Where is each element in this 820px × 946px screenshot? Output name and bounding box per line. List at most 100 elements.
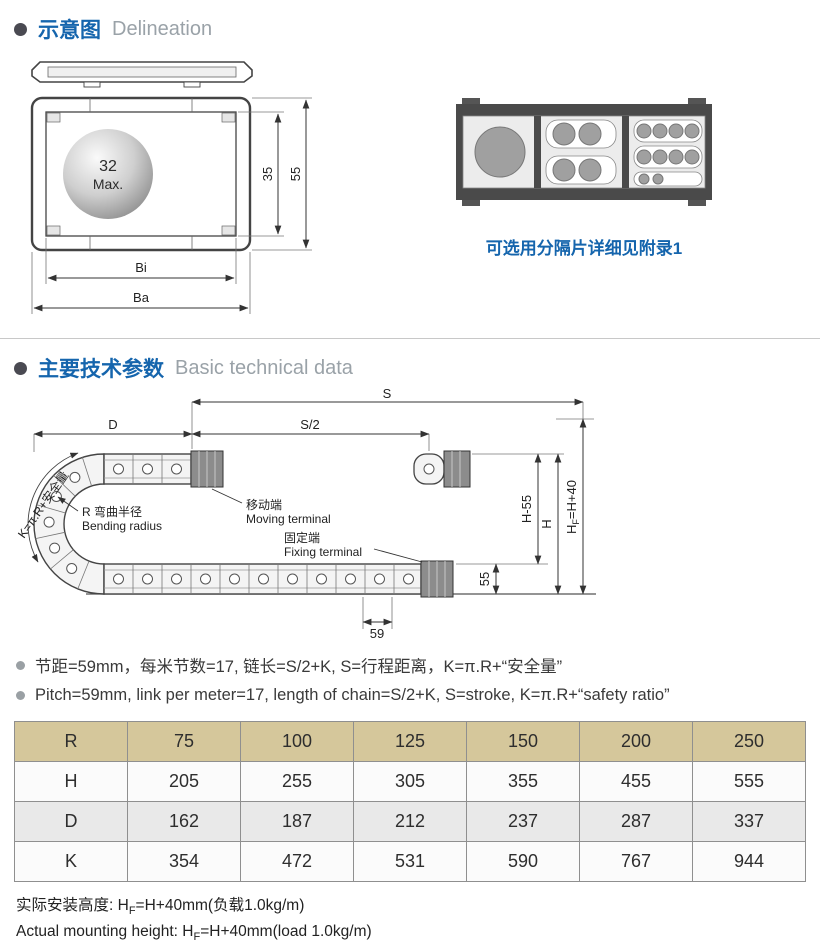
table-cell: 237 xyxy=(466,801,580,842)
bend-label-zh: R 弯曲半径 xyxy=(82,504,142,519)
section-title-zh: 主要技术参数 xyxy=(38,358,164,381)
ball-max-label: Max. xyxy=(93,176,123,192)
fixing-label-zh: 固定端 xyxy=(284,530,320,545)
moving-terminal-shape xyxy=(190,450,224,488)
section-bullet-icon xyxy=(14,361,27,375)
dim-d-label: D xyxy=(108,417,117,432)
lid-shape xyxy=(31,61,253,88)
delineation-content: 32 Max. 35 55 Bi Ba xyxy=(0,46,820,332)
separator-block: 可选用分隔片详细见附录1 xyxy=(454,96,714,259)
dim-h-label: H xyxy=(539,519,554,528)
dim-hf-label: HF=H+40 xyxy=(564,480,581,534)
max-diameter-ball xyxy=(63,129,153,219)
dimension-s2: S/2 xyxy=(191,417,430,451)
subscript-f: F xyxy=(193,931,201,944)
footer-note-zh: 实际安装高度: HF=H+40mm(负载1.0kg/m) xyxy=(16,897,305,918)
note-bullet-icon xyxy=(16,660,25,670)
chain-top-run xyxy=(103,453,192,485)
separator-cables xyxy=(474,119,703,187)
table-cell: 212 xyxy=(353,801,467,842)
table-cell: 287 xyxy=(579,801,693,842)
moving-label-zh: 移动端 xyxy=(246,498,282,512)
table-row-d: D 162 187 212 237 287 337 xyxy=(14,801,806,842)
dim-bi-label: Bi xyxy=(135,260,147,275)
bending-radius-label: R 弯曲半径 Bending radius xyxy=(57,496,162,533)
fixing-terminal-label: 固定端 Fixing terminal xyxy=(284,530,423,563)
dimension-ba: Ba xyxy=(31,252,251,314)
dimension-bi: Bi xyxy=(45,238,237,284)
dimension-35: 35 xyxy=(238,111,284,237)
table-row-h: H 205 255 305 355 455 555 xyxy=(14,761,806,802)
fixing-label-en: Fixing terminal xyxy=(284,545,362,559)
dimension-59: 59 xyxy=(362,597,393,641)
separator-drawing xyxy=(456,98,712,206)
table-cell: 944 xyxy=(692,841,806,882)
subscript-f: F xyxy=(128,905,136,918)
table-cell: 250 xyxy=(692,721,806,762)
table-row-label: K xyxy=(14,841,128,882)
dimension-s: S xyxy=(191,389,584,449)
dim-55-label: 55 xyxy=(477,572,492,586)
table-cell: 200 xyxy=(579,721,693,762)
table-cell: 205 xyxy=(127,761,241,802)
dim-ba-label: Ba xyxy=(133,290,150,305)
table-cell: 455 xyxy=(579,761,693,802)
section-divider xyxy=(0,338,820,339)
footer-note-en: Actual mounting height: HF=H+40mm(load 1… xyxy=(16,923,372,944)
dim-h55-label: H-55 xyxy=(519,495,534,523)
moving-label-en: Moving terminal xyxy=(246,512,331,526)
table-cell: 555 xyxy=(692,761,806,802)
note-zh: 节距=59mm，每米节数=17, 链长=S/2+K, S=行程距离，K=π.R+… xyxy=(16,653,820,677)
dimension-55: 55 xyxy=(252,97,312,251)
note-en-text: Pitch=59mm, link per meter=17, length of… xyxy=(35,686,670,704)
dimension-heights: H-55 H HF=H+40 55 xyxy=(456,418,594,595)
section-title-en: Basic technical data xyxy=(175,356,353,379)
table-cell: 767 xyxy=(579,841,693,882)
note-zh-text: 节距=59mm，每米节数=17, 链长=S/2+K, S=行程距离，K=π.R+… xyxy=(35,658,563,676)
dim-s2-label: S/2 xyxy=(300,417,320,432)
table-cell: 355 xyxy=(466,761,580,802)
section-title-en: Delineation xyxy=(112,17,213,40)
table-row-label: D xyxy=(14,801,128,842)
side-view-drawing: S S/2 D H-55 H HF=H+40 55 59 K=π.R+安全量 xyxy=(16,389,596,641)
dimension-d: D xyxy=(33,417,193,452)
table-cell: 100 xyxy=(240,721,354,762)
note-en: Pitch=59mm, link per meter=17, length of… xyxy=(16,686,820,705)
table-cell: 337 xyxy=(692,801,806,842)
section-title-zh: 示意图 xyxy=(38,19,101,42)
chain-bottom-run xyxy=(103,563,422,595)
elevated-end-shape xyxy=(413,450,471,488)
parameter-table: R 75 100 125 150 200 250 H 205 255 305 3… xyxy=(14,721,806,882)
table-row-label: H xyxy=(14,761,128,802)
table-row-k: K 354 472 531 590 767 944 xyxy=(14,841,806,882)
table-cell: 162 xyxy=(127,801,241,842)
note-bullet-icon xyxy=(16,691,25,700)
dim-35-label: 35 xyxy=(260,167,275,181)
table-cell: 354 xyxy=(127,841,241,882)
separator-caption: 可选用分隔片详细见附录1 xyxy=(485,239,683,258)
section-header-delineation: 示意图 Delineation xyxy=(0,0,820,46)
dim-55-label: 55 xyxy=(288,167,303,181)
ball-diameter-label: 32 xyxy=(99,158,117,175)
footer-notes: 实际安装高度: HF=H+40mm(负载1.0kg/m) Actual moun… xyxy=(16,894,820,946)
dim-59-label: 59 xyxy=(370,626,384,641)
table-cell: 125 xyxy=(353,721,467,762)
table-cell: 531 xyxy=(353,841,467,882)
table-cell: 472 xyxy=(240,841,354,882)
table-cell: 255 xyxy=(240,761,354,802)
table-cell: 75 xyxy=(127,721,241,762)
table-header-cell: R xyxy=(14,721,128,762)
table-cell: 187 xyxy=(240,801,354,842)
cross-section-drawing: 32 Max. 35 55 Bi Ba xyxy=(30,61,312,314)
table-cell: 305 xyxy=(353,761,467,802)
table-cell: 590 xyxy=(466,841,580,882)
section-bullet-icon xyxy=(14,22,27,36)
notes-block: 节距=59mm，每米节数=17, 链长=S/2+K, S=行程距离，K=π.R+… xyxy=(16,653,820,705)
bend-label-en: Bending radius xyxy=(82,519,162,533)
moving-terminal-label: 移动端 Moving terminal xyxy=(211,488,331,526)
fixing-terminal-shape xyxy=(420,560,454,598)
dim-s-label: S xyxy=(383,389,392,401)
section-header-technical: 主要技术参数 Basic technical data xyxy=(0,339,820,385)
table-row-r: R 75 100 125 150 200 250 xyxy=(14,721,806,762)
table-cell: 150 xyxy=(466,721,580,762)
